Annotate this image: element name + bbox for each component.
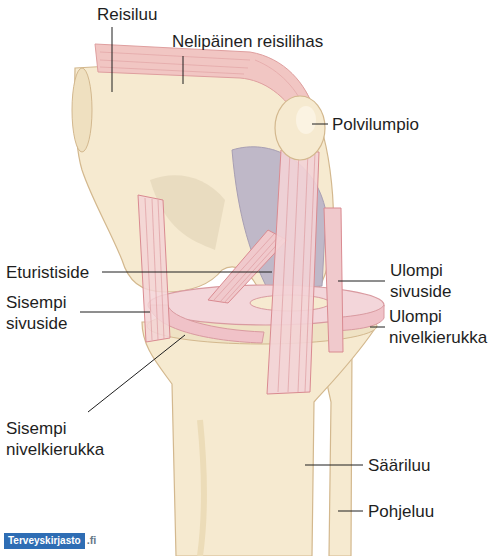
part-label: Ulompi sivuside: [390, 260, 470, 302]
part-label: Sääriluu: [368, 455, 430, 476]
part-label: Ulompi nivelkierukka: [389, 306, 497, 348]
part-label: Pohjeluu: [368, 501, 434, 522]
part-label: Nelipäinen reisilihas: [172, 31, 323, 52]
watermark: .fi: [87, 533, 97, 547]
part-label: Reisiluu: [97, 4, 157, 25]
part-label: Polvilumpio: [332, 114, 419, 135]
part-label: Sisempi sivuside: [6, 292, 80, 334]
part-label: Eturistiside: [6, 262, 89, 283]
part-label: Sisempi nivelkierukka: [6, 418, 118, 460]
watermark: Terveyskirjasto: [4, 533, 85, 549]
